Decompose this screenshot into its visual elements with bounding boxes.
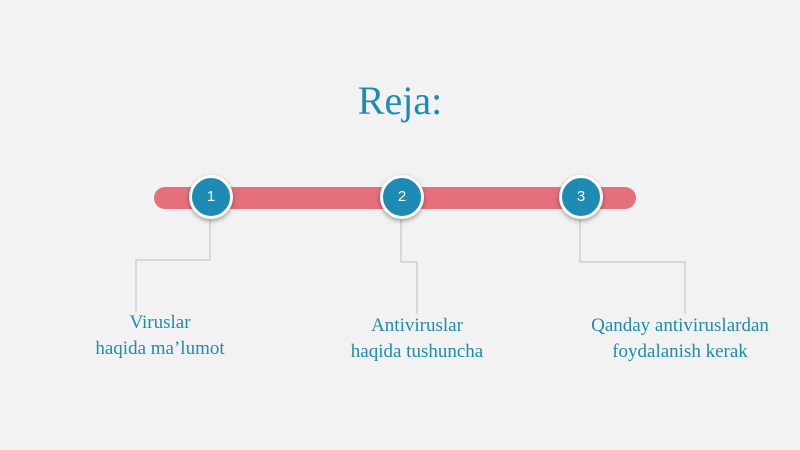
connector-line-3 [579,217,686,314]
step-label-1-line1: Viruslar [129,312,191,333]
step-label-3-line1: Qanday antiviruslardan [591,315,769,336]
step-marker-1: 1 [189,175,233,219]
connector-line-2 [400,217,418,314]
connector-line-1 [135,217,211,312]
step-marker-2: 2 [380,175,424,219]
step-label-1-line2: haqida ma’lumot [95,338,225,359]
step-marker-3: 3 [559,175,603,219]
step-label-2-line2: haqida tushuncha [350,341,484,362]
step-label-1: Viruslar haqida ma’lumot [40,310,280,362]
step-label-2: Antiviruslar haqida tushuncha [297,313,537,365]
slide-title: Reja: [357,78,443,123]
step-label-3-line2: foydalanish kerak [612,341,748,362]
step-label-2-line1: Antiviruslar [371,315,463,336]
step-label-3: Qanday antiviruslardan foydalanish kerak [560,313,800,365]
